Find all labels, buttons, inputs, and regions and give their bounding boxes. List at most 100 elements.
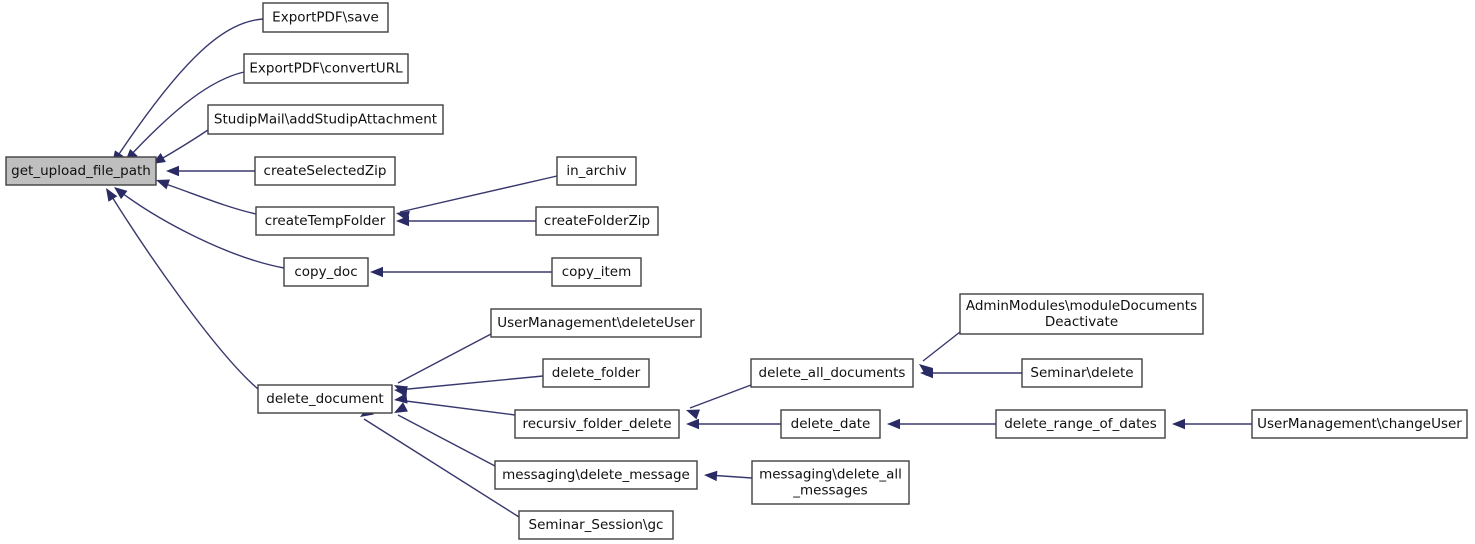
node-label: createSelectedZip	[264, 163, 387, 179]
call-edge-adminmodules_deactivate-to-delete_all_documents	[919, 331, 961, 377]
arrowhead-icon	[156, 179, 170, 190]
node-delete_range_of_dates[interactable]: delete_range_of_dates	[995, 409, 1166, 439]
node-label: delete_range_of_dates	[1004, 416, 1157, 432]
node-createfolderzip[interactable]: createFolderZip	[535, 206, 659, 236]
node-box[interactable]	[5, 156, 157, 186]
node-box[interactable]	[257, 384, 393, 414]
node-copy_item[interactable]: copy_item	[551, 257, 642, 287]
node-box[interactable]	[207, 104, 444, 135]
call-edge-copy_doc-to-get_upload_file_path	[114, 187, 285, 269]
edge-line	[363, 418, 520, 518]
node-box[interactable]	[750, 358, 914, 388]
edge-line	[114, 18, 264, 161]
node-box[interactable]	[243, 53, 409, 84]
edge-line	[397, 375, 544, 391]
node-seminar_delete[interactable]: Seminar\delete	[1021, 358, 1143, 388]
node-recursiv_folder_delete[interactable]: recursiv_folder_delete	[514, 409, 680, 439]
node-label: delete_document	[266, 391, 383, 407]
node-box[interactable]	[535, 206, 659, 236]
node-box[interactable]	[780, 409, 881, 439]
node-label: Seminar\delete	[1030, 365, 1133, 381]
nodes-layer: get_upload_file_path ExportPDF\saveExport…	[5, 2, 1468, 540]
node-seminar_session_gc[interactable]: Seminar_Session\gc	[518, 510, 674, 540]
call-edge-createtempfolder-to-get_upload_file_path	[156, 179, 257, 215]
node-box[interactable]	[518, 510, 674, 540]
node-label: messaging\delete_message	[502, 467, 690, 483]
node-box[interactable]	[542, 358, 650, 388]
node-label: Seminar_Session\gc	[529, 517, 664, 533]
edge-line	[397, 399, 516, 416]
arrowhead-icon	[106, 188, 118, 202]
edge-line	[397, 414, 496, 467]
call-edge-seminar_delete-to-delete_all_documents	[920, 367, 1022, 379]
arrowhead-icon	[686, 418, 699, 430]
arrowhead-icon	[114, 187, 128, 200]
node-box[interactable]	[1021, 358, 1143, 388]
node-delete_all_documents[interactable]: delete_all_documents	[750, 358, 914, 388]
node-export_converturl[interactable]: ExportPDF\convertURL	[243, 53, 409, 84]
node-label: createTempFolder	[265, 213, 386, 229]
arrowhead-icon	[394, 385, 408, 397]
arrowhead-icon	[1172, 418, 1185, 430]
arrowhead-icon	[396, 215, 409, 227]
arrowhead-icon	[370, 266, 383, 278]
edge-line	[922, 331, 961, 362]
edge-line	[399, 175, 558, 213]
node-delete_folder[interactable]: delete_folder	[542, 358, 650, 388]
node-box[interactable]	[995, 409, 1166, 439]
edge-line	[689, 384, 752, 409]
node-export_save[interactable]: ExportPDF\save	[262, 2, 389, 33]
call-edge-delete_date-to-recursiv_folder_delete	[686, 418, 781, 430]
node-label: UserManagement\deleteUser	[497, 315, 695, 331]
node-box[interactable]	[751, 460, 910, 505]
edge-line	[127, 71, 245, 159]
node-label: copy_doc	[294, 264, 357, 280]
node-box[interactable]	[262, 2, 389, 33]
arrowhead-icon	[394, 402, 408, 413]
call-edge-delete_document-to-get_upload_file_path	[106, 188, 259, 390]
node-studipmail_attach[interactable]: StudipMail\addStudipAttachment	[207, 104, 444, 135]
call-edge-copy_item-to-copy_doc	[370, 266, 552, 278]
node-box[interactable]	[255, 206, 395, 236]
node-get_upload_file_path[interactable]: get_upload_file_path	[5, 156, 157, 186]
edges-layer	[106, 18, 1252, 518]
node-box[interactable]	[556, 156, 637, 186]
node-label: get_upload_file_path	[11, 163, 151, 179]
node-label: delete_folder	[552, 365, 641, 381]
node-box[interactable]	[514, 409, 680, 439]
node-label: copy_item	[562, 264, 632, 280]
call-edge-createselectedzip-to-get_upload_file_path	[166, 165, 255, 177]
edge-line	[117, 189, 285, 269]
node-box[interactable]	[959, 293, 1204, 335]
edge-line	[155, 129, 209, 163]
node-label: delete_all_documents	[759, 365, 906, 381]
node-label: in_archiv	[566, 163, 626, 179]
arrowhead-icon	[704, 470, 718, 482]
edge-line	[397, 333, 492, 384]
node-label: createFolderZip	[544, 213, 650, 229]
call-edge-recursiv_folder_delete-to-delete_document	[394, 393, 516, 416]
node-createtempfolder[interactable]: createTempFolder	[255, 206, 395, 236]
node-createselectedzip[interactable]: createSelectedZip	[254, 156, 396, 186]
node-messaging_delete_message[interactable]: messaging\delete_message	[494, 460, 698, 490]
node-in_archiv[interactable]: in_archiv	[556, 156, 637, 186]
node-delete_date[interactable]: delete_date	[780, 409, 881, 439]
node-copy_doc[interactable]: copy_doc	[283, 257, 369, 287]
node-um_changeuser[interactable]: UserManagement\changeUser	[1251, 409, 1468, 439]
call-edge-delete_folder-to-delete_document	[394, 375, 544, 397]
arrowhead-icon	[394, 393, 408, 404]
node-box[interactable]	[551, 257, 642, 287]
node-box[interactable]	[254, 156, 396, 186]
node-box[interactable]	[490, 308, 702, 338]
edge-line	[108, 191, 259, 390]
node-box[interactable]	[283, 257, 369, 287]
node-delete_document[interactable]: delete_document	[257, 384, 393, 414]
node-um_deleteuser[interactable]: UserManagement\deleteUser	[490, 308, 702, 338]
node-box[interactable]	[494, 460, 698, 490]
node-box[interactable]	[1251, 409, 1468, 439]
call-edge-messaging_delete_message-to-delete_document	[394, 402, 496, 467]
node-messaging_delete_all_messages[interactable]: messaging\delete_all_messages	[751, 460, 910, 505]
